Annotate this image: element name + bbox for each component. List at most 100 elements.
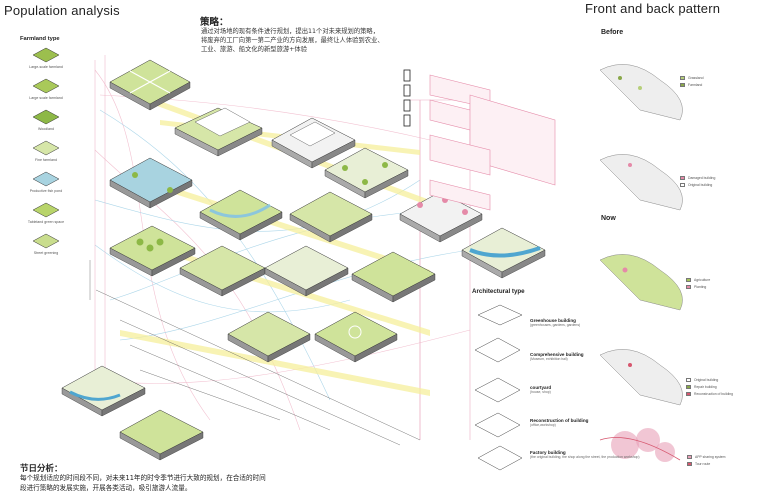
legend-row: Farmland [680, 83, 702, 87]
legend-label: Repair building [694, 385, 717, 389]
timeline-grid [89, 260, 421, 446]
site-maps [599, 64, 683, 462]
legend-swatch [680, 176, 685, 180]
right-title: Front and back pattern [585, 1, 721, 16]
tile-bottom-left-2 [119, 409, 204, 461]
tile-plaza [227, 311, 311, 363]
schedule-line: 段进行策略的发展实施，开展各类活动，吸引旅游人流量。 [20, 483, 192, 492]
farmland-label: Woodland [37, 127, 55, 131]
strategy-line: 工业、旅游、船文化的新型旅游+体验 [201, 46, 308, 54]
arch-sub: (office,workshop) [530, 423, 556, 427]
legend-row: Original building [686, 378, 718, 382]
farmland-swatch [32, 202, 60, 218]
farmland-item: Large scale farmland [16, 77, 76, 100]
tile-circle [314, 311, 398, 363]
farmland-label: Productive fish pond [29, 189, 63, 193]
tile-field-large [351, 251, 436, 303]
legend-swatch [686, 385, 691, 389]
farmland-item: Large-scale farmland [16, 46, 76, 69]
tile-mixed [264, 245, 349, 297]
strategy-line: 通过对场地的现有条件进行规划，提出11个对未来规划的策略， [201, 28, 380, 35]
legend-row: Original building [680, 183, 712, 187]
legend-row: Reconstruction of building [686, 392, 733, 396]
tile-greenhouse [174, 107, 263, 157]
schedule-text: 每个规划适应的时间段不同，对未来11年的时令季节进行大致的规划，在合适的时间 段… [20, 474, 266, 493]
legend-row: Damaged building [680, 176, 715, 180]
arch-title: Architectural type [472, 288, 525, 295]
legend-swatch [680, 83, 685, 87]
arch-item: Greenhouse building(greenhouses, gardens… [530, 318, 580, 327]
legend-row: APP sharing system [687, 455, 725, 459]
strategy-callouts [429, 74, 556, 211]
tile-white-blocks [271, 117, 356, 169]
legend-swatch [686, 378, 691, 382]
arch-name: Comprehensive building [530, 352, 584, 357]
schedule-heading: 节日分析： [20, 464, 63, 474]
farmland-item: Street greening [16, 232, 76, 255]
strategy-text: 通过对场地的现有条件进行规划，提出11个对未来规划的策略， 将废弃的工厂向第一第… [201, 27, 411, 55]
arch-item: Reconstruction of building(office,worksh… [530, 418, 588, 427]
legend-row: Agriculture [686, 278, 710, 282]
arch-name: Greenhouse building [530, 318, 576, 323]
tile-river-farm [199, 189, 283, 241]
arch-item: Factory building(the original building, … [530, 450, 640, 459]
farmland-label: Large-scale farmland [29, 65, 63, 69]
now-label: Now [601, 215, 616, 222]
map-now-1 [599, 254, 683, 311]
arch-name: Reconstruction of building [530, 418, 589, 423]
schedule-line: 每个规划适应的时间段不同，对未来11年的时令季节进行大致的规划，在合适的时间 [20, 474, 266, 482]
farmland-swatch [32, 78, 60, 94]
legend-label: APP sharing system [695, 455, 726, 459]
legend-row: Grassland [680, 76, 703, 80]
farmland-label: Fine farmland [35, 158, 57, 162]
page-title: Population analysis [4, 3, 120, 18]
farmland-swatch [32, 109, 60, 125]
farmland-swatch [32, 140, 60, 156]
legend-label: Reconstruction of building [694, 392, 734, 396]
arch-sub: (greenhouses, gardens, gardens) [530, 323, 581, 327]
legend-label: Original building [688, 183, 713, 187]
legend-label: Grassland [688, 76, 704, 80]
farmland-item: Productive fish pond [16, 170, 76, 193]
map-before-2 [599, 154, 683, 211]
arch-item: courtyard(house, shop) [530, 385, 551, 394]
legend-swatch [686, 285, 691, 289]
arch-name: Factory building [530, 450, 566, 455]
arch-sub: (the original building, the shop along t… [530, 455, 640, 459]
farmland-item: Woodland [16, 108, 76, 131]
isometric-tiles [61, 59, 546, 461]
legend-swatch [687, 462, 692, 466]
legend-swatch [687, 455, 692, 459]
tile-orchard [109, 225, 196, 277]
arch-sub: (house, shop) [530, 390, 551, 394]
legend-label: Original building [694, 378, 719, 382]
strategy-heading: 策略： [200, 17, 229, 28]
legend-swatch [686, 278, 691, 282]
tile-blue-canal [461, 227, 546, 279]
map-now-3 [599, 428, 681, 462]
farmland-swatch [32, 171, 60, 187]
legend-row: Planting [686, 285, 706, 289]
farmland-label: Large scale farmland [29, 96, 63, 100]
tile-pink-nodes [399, 191, 483, 243]
tile-pond [109, 157, 193, 209]
legend-row: Repair building [686, 385, 717, 389]
farmland-swatch [32, 233, 60, 249]
legend-swatch [680, 76, 685, 80]
map-before-1 [599, 64, 683, 121]
farmland-label: Street greening [33, 251, 59, 255]
strategy-line: 将废弃的工厂向第一第二产业的方向发展，最终让人体验到农业、 [201, 37, 384, 45]
legend-label: Planting [694, 285, 707, 289]
tile-courtyard [324, 147, 409, 199]
farmland-item: Tableland green space [16, 201, 76, 224]
farmland-label: Tableland green space [27, 220, 65, 224]
tile-fields [289, 191, 373, 243]
farmland-swatch [32, 47, 60, 63]
arch-name: courtyard [530, 385, 552, 390]
legend-swatch [686, 392, 691, 396]
legend-swatch [680, 183, 685, 187]
phone-icons [403, 69, 411, 127]
map-now-2 [599, 349, 683, 406]
farmland-title: Farmland type [20, 36, 60, 42]
